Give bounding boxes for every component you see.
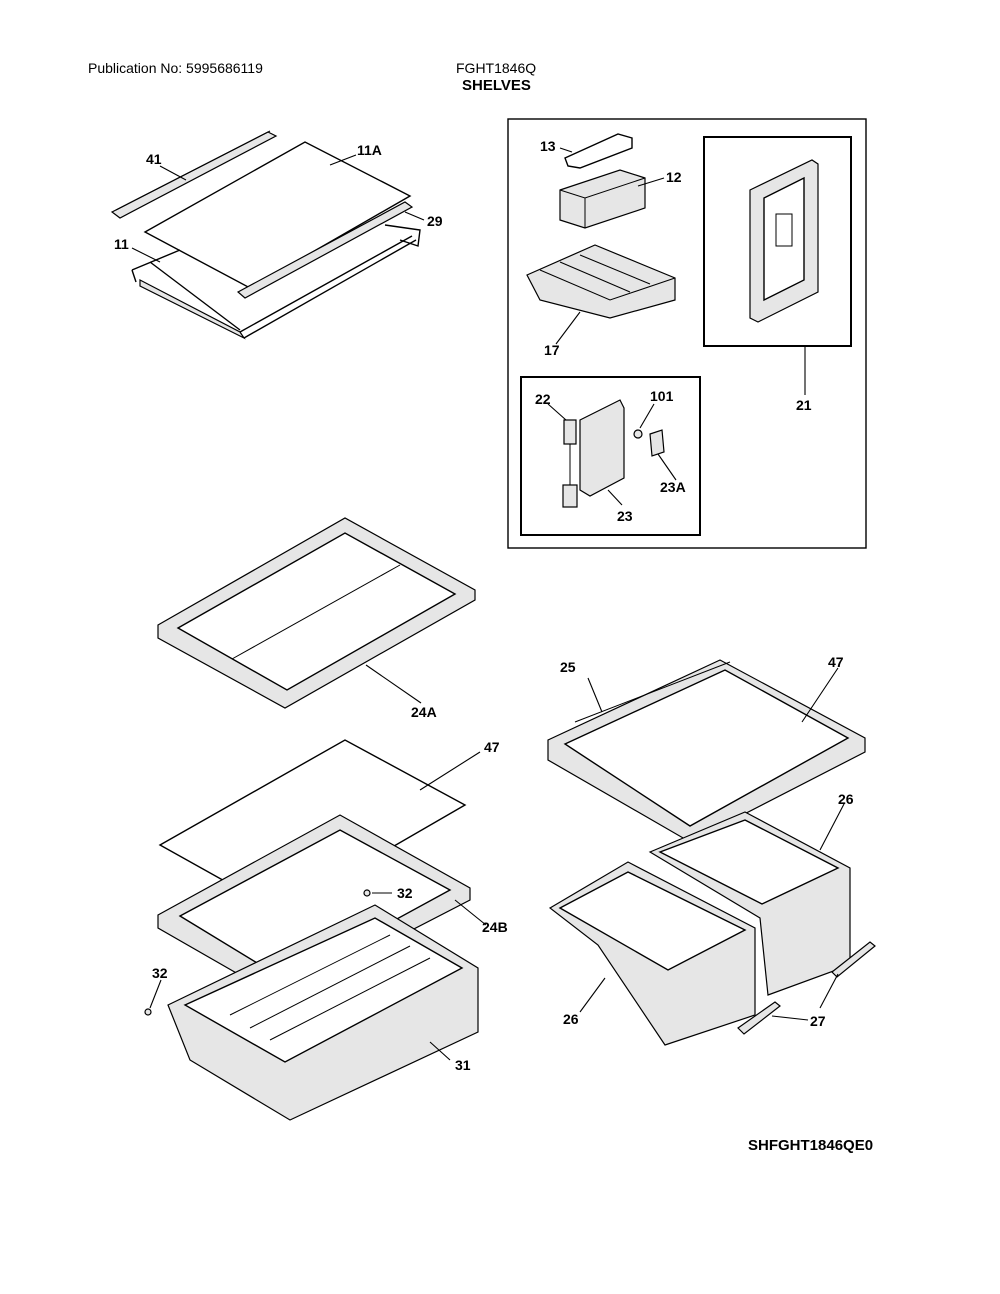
part-32-clip-upper [363,889,371,897]
part-101-screw [633,429,643,439]
diagram-code: SHFGHT1846QE0 [748,1137,874,1154]
label-11a: 11A [357,142,382,158]
label-26-left: 26 [563,1011,579,1027]
part-23-light-cover [579,399,625,497]
part-23a-lens [649,429,665,457]
label-17: 17 [544,342,560,358]
inset-light-23-box [520,376,701,536]
part-22-light-socket [562,419,578,508]
label-101: 101 [650,388,674,404]
inset-box [507,118,867,549]
label-25: 25 [560,659,576,675]
part-31-crisper-drawer [167,904,479,1121]
label-21: 21 [796,397,812,413]
inset-panel-21-box [703,136,852,347]
part-27-slide [737,941,876,1035]
label-31: 31 [455,1057,471,1073]
part-24b-frame [157,814,471,999]
part-17-tray [526,244,676,319]
label-22: 22 [535,391,551,407]
part-21-control-panel [749,159,819,323]
label-23: 23 [617,508,633,524]
part-11-frame [131,235,417,340]
label-27: 27 [810,1013,826,1029]
part-24a-shelf [157,517,476,709]
part-32-clip-lower [144,1008,152,1016]
leader-lines [131,147,845,1061]
label-32-upper: 32 [397,885,413,901]
label-11: 11 [114,236,129,252]
label-32-lower: 32 [152,965,168,981]
label-29: 29 [427,213,443,229]
label-47-left: 47 [484,739,500,755]
model-number: FGHT1846Q [456,60,537,76]
part-26-drawer-left [548,861,756,1046]
section-title: SHELVES [462,77,531,94]
label-12: 12 [666,169,682,185]
publication-number: Publication No: 5995686119 [88,60,263,76]
glass-shelf-assembly [110,130,421,340]
label-24a: 24A [411,704,437,720]
part-11a-glass [143,141,412,289]
part-13-handle [564,133,633,169]
label-26-right: 26 [838,791,854,807]
label-23a: 23A [660,479,686,495]
label-47-right: 47 [828,654,844,670]
label-24b: 24B [482,919,508,935]
part-29-rail [236,201,421,299]
label-13: 13 [540,138,556,154]
part-41-rail [110,130,278,219]
label-41: 41 [146,151,162,167]
part-25-crisper-cover [547,659,866,843]
part-12-bin [559,169,646,229]
